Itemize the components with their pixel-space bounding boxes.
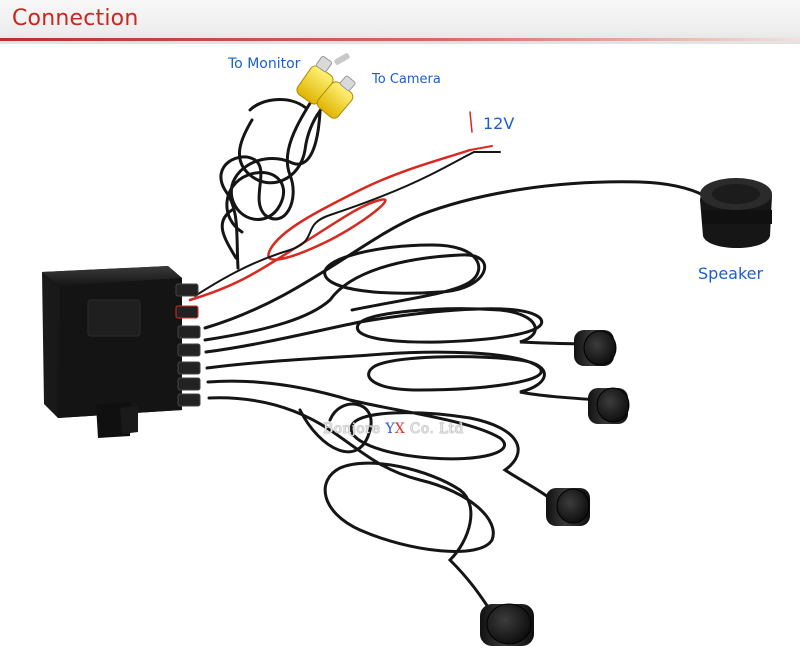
speaker-cable — [203, 180, 707, 330]
header-underline — [0, 38, 800, 41]
rca-plug-camera — [316, 75, 356, 119]
parking-sensor-4 — [480, 603, 534, 646]
parking-sensor-3 — [546, 488, 590, 526]
page-title: Connection — [12, 6, 139, 31]
watermark-letter-x: X — [394, 421, 406, 437]
label-to-monitor: To Monitor — [228, 56, 301, 72]
watermark-suffix: Co. Ltd — [405, 421, 464, 437]
sensor-cable-coils — [203, 243, 602, 612]
parking-sensor-2 — [588, 387, 630, 424]
label-speaker: Speaker — [698, 264, 764, 283]
speaker-buzzer — [700, 178, 772, 248]
video-cable-coil — [219, 98, 330, 270]
parking-sensor-1 — [574, 330, 617, 366]
watermark-prefix: Bonjore — [323, 421, 386, 437]
watermark-letter-y: Y — [385, 421, 395, 437]
watermark: Bonjore YX Co. Ltd — [323, 421, 464, 437]
control-box — [42, 266, 201, 438]
power-wire — [188, 111, 501, 302]
header-bar: Connection — [0, 0, 800, 44]
label-to-camera: To Camera — [372, 72, 441, 87]
label-12v: 12V — [483, 114, 515, 133]
